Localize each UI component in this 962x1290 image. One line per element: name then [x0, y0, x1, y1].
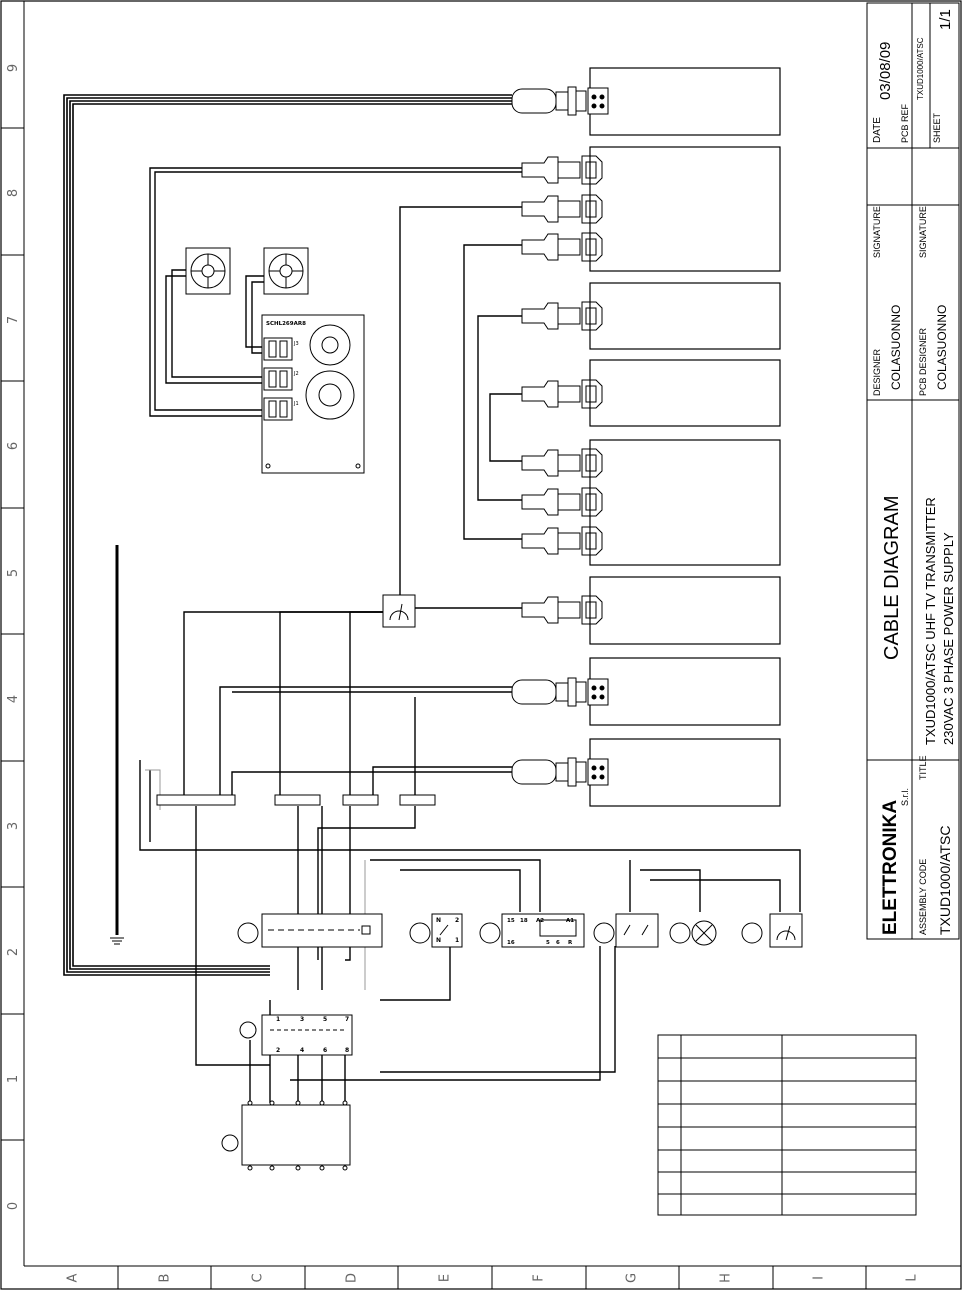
svg-text:D: D	[345, 1273, 360, 1283]
module-box-4	[589, 359, 781, 427]
company-logo: ELETTRONIKA	[880, 800, 901, 935]
svg-text:B: B	[158, 1274, 173, 1283]
main-cable-bundle	[63, 94, 512, 976]
date-label: DATE	[872, 117, 883, 143]
date-value: 03/08/09	[877, 42, 894, 100]
module-boxes	[589, 67, 781, 807]
svg-text:3: 3	[6, 822, 21, 830]
svg-text:4: 4	[6, 695, 21, 703]
earth-symbol	[110, 937, 124, 945]
module-box-1	[589, 67, 781, 136]
module-box-7	[589, 657, 781, 726]
module-box-5	[589, 439, 781, 566]
pcb-designer-label: PCB DESIGNER	[918, 327, 928, 396]
svg-text:6: 6	[556, 940, 560, 946]
title-label: TITLE	[918, 755, 928, 780]
svg-text:5: 5	[546, 940, 550, 946]
svg-text:7: 7	[345, 1016, 349, 1023]
svg-text:2: 2	[276, 1047, 280, 1054]
iec-plugs	[521, 156, 581, 624]
switch-labels: N 2 N 1 15 18 A2 A1 16 5 6 R	[436, 917, 574, 946]
power-wiring	[139, 167, 801, 1103]
module-box-6	[589, 576, 781, 645]
title-block-text: DATE 03/08/09 PCB REF TXUD1000/ATSC SHEE…	[872, 9, 956, 935]
svg-text:N: N	[436, 917, 441, 924]
pcb-ref-label: PCB REF	[900, 103, 910, 143]
svg-text:15: 15	[507, 918, 515, 924]
col-labels: A B C D E F G H I L	[66, 1273, 920, 1283]
svg-text:A1: A1	[566, 918, 574, 924]
switchgear-row	[237, 913, 803, 948]
row-ticks	[1, 127, 24, 1141]
svg-text:1: 1	[455, 937, 459, 944]
col-ticks	[117, 1266, 867, 1289]
svg-text:18: 18	[520, 918, 528, 924]
psu-j3-label: J3	[293, 341, 299, 347]
svg-text:8: 8	[6, 189, 21, 197]
terminal-blocks	[156, 794, 436, 806]
svg-text:6: 6	[323, 1047, 327, 1054]
pcb-ref-value: TXUD1000/ATSC	[916, 37, 925, 100]
signature2-label: SIGNATURE	[918, 206, 928, 258]
svg-text:G: G	[625, 1273, 640, 1283]
parts-table	[657, 1034, 917, 1216]
round-connectors	[511, 86, 609, 787]
svg-text:F: F	[532, 1274, 547, 1281]
title-line2: 230VAC 3 PHASE POWER SUPPLY	[941, 532, 956, 745]
psu-board-label: SCHL269AR8	[266, 321, 306, 327]
svg-text:A: A	[66, 1273, 81, 1282]
svg-text:2: 2	[455, 917, 459, 924]
svg-text:E: E	[438, 1274, 453, 1282]
svg-text:C: C	[251, 1273, 266, 1282]
signature-label: SIGNATURE	[872, 206, 882, 258]
psu-board	[261, 314, 365, 474]
cooling-fans	[185, 247, 309, 295]
svg-text:7: 7	[6, 316, 21, 324]
svg-text:5: 5	[323, 1016, 327, 1023]
svg-text:2: 2	[6, 948, 21, 956]
svg-text:A2: A2	[536, 918, 544, 924]
cable-diagram-title: CABLE DIAGRAM	[881, 496, 903, 660]
svg-text:R: R	[568, 940, 573, 946]
company-suffix: S.r.l.	[900, 788, 910, 806]
main-breaker	[239, 1014, 353, 1056]
thermostat-symbol	[382, 594, 416, 628]
svg-text:8: 8	[345, 1047, 349, 1054]
svg-text:16: 16	[507, 940, 515, 946]
svg-text:0: 0	[6, 1202, 21, 1210]
svg-text:4: 4	[300, 1047, 304, 1054]
sheet-label: SHEET	[932, 112, 942, 143]
svg-text:I: I	[812, 1276, 827, 1280]
psu-j1-label: J1	[293, 401, 299, 407]
svg-text:H: H	[719, 1273, 734, 1283]
psu-j2-label: J2	[293, 371, 299, 377]
breaker-terminal-labels: 1 3 5 7 2 4 6 8	[276, 1016, 349, 1054]
row-labels: 9 8 7 6 5 4 3 2 1 0	[6, 64, 21, 1210]
iec-sockets	[581, 155, 603, 625]
title-block	[866, 2, 960, 940]
module-box-2	[589, 146, 781, 272]
assembly-code-value: TXUD1000/ATSC	[937, 826, 953, 935]
svg-text:3: 3	[300, 1016, 304, 1023]
svg-text:6: 6	[6, 442, 21, 450]
sheet-value: 1/1	[937, 9, 954, 30]
svg-text:1: 1	[6, 1075, 21, 1083]
svg-text:5: 5	[6, 569, 21, 577]
svg-text:L: L	[905, 1274, 920, 1282]
module-box-3	[589, 282, 781, 350]
designer-label: DESIGNER	[872, 348, 882, 396]
module-box-8	[589, 738, 781, 807]
pcb-designer-value: COLASUONNO	[935, 305, 949, 390]
svg-text:N: N	[436, 937, 441, 944]
assembly-code-label: ASSEMBLY CODE	[918, 859, 928, 935]
svg-text:1: 1	[276, 1016, 280, 1023]
input-terminal-strip	[221, 1100, 351, 1171]
title-line1: TXUD1000/ATSC UHF TV TRANSMITTER	[923, 497, 938, 745]
designer-value: COLASUONNO	[889, 305, 903, 390]
svg-text:9: 9	[6, 64, 21, 72]
